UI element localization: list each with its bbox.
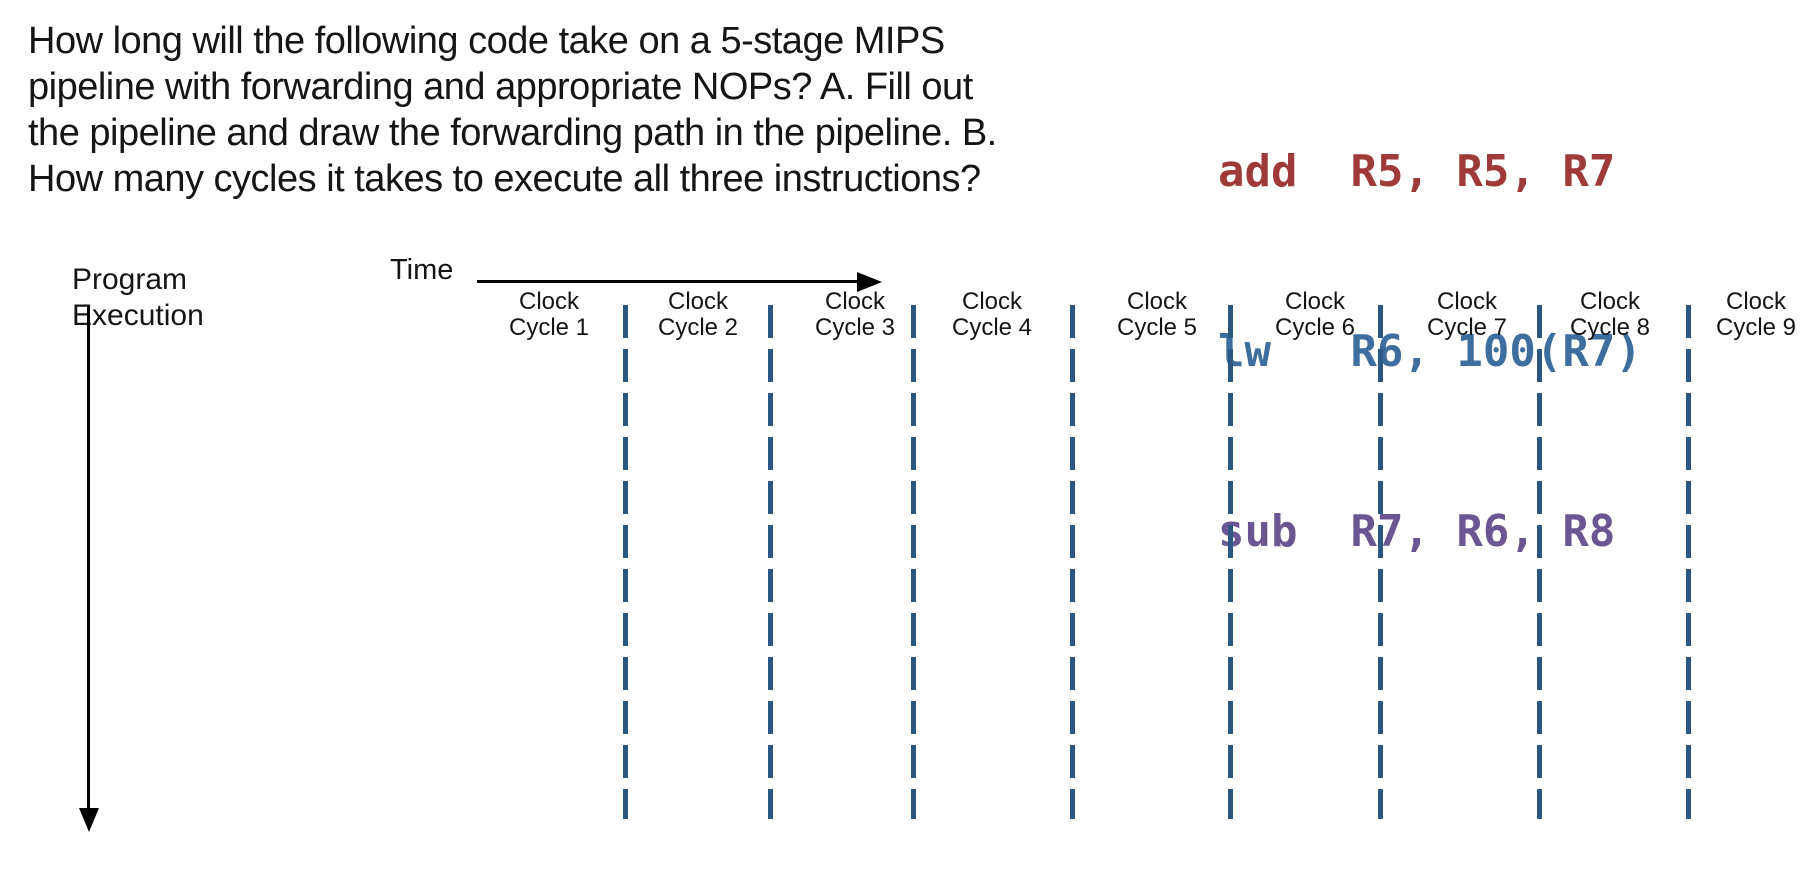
question-line-4: How many cycles it takes to execute all … xyxy=(28,158,981,200)
clock-cycle-label-1: Clock Cycle 1 xyxy=(484,289,614,341)
cycle-separator xyxy=(1537,305,1542,819)
cycle-6-word: Clock xyxy=(1284,288,1345,315)
cycle-5-word: Clock xyxy=(1126,288,1187,315)
clock-cycle-label-5: Clock Cycle 5 xyxy=(1092,289,1222,341)
clock-cycle-label-4: Clock Cycle 4 xyxy=(927,289,1057,341)
time-axis-label: Time xyxy=(390,254,454,286)
program-label-line-1: Program xyxy=(72,263,188,296)
cycle-9-word: Clock xyxy=(1725,288,1786,315)
cycle-separator xyxy=(1228,305,1233,819)
code-line-lw: lw R6, 100(R7) xyxy=(1218,326,1642,377)
cycle-9-number: Cycle 9 xyxy=(1715,314,1797,341)
cycle-3-number: Cycle 3 xyxy=(814,314,896,341)
assembly-code-block: add R5, R5, R7 lw R6, 100(R7) sub R7, R6… xyxy=(1218,22,1642,622)
program-execution-axis-line xyxy=(87,306,90,811)
code-line-sub: sub R7, R6, R8 xyxy=(1218,506,1616,557)
program-execution-arrowhead-icon xyxy=(79,808,99,832)
cycle-separator xyxy=(911,305,916,819)
cycle-separator xyxy=(1686,305,1691,819)
cycle-3-word: Clock xyxy=(824,288,885,315)
cycle-8-word: Clock xyxy=(1579,288,1640,315)
question-text: How long will the following code take on… xyxy=(28,18,997,202)
cycle-separator xyxy=(1378,305,1383,819)
time-axis-line xyxy=(477,280,859,283)
question-line-3: the pipeline and draw the forwarding pat… xyxy=(28,112,997,154)
cycle-4-word: Clock xyxy=(961,288,1022,315)
question-line-2: pipeline with forwarding and appropriate… xyxy=(28,66,973,108)
clock-cycle-label-9: Clock Cycle 9 xyxy=(1691,289,1816,341)
cycle-8-number: Cycle 8 xyxy=(1569,314,1651,341)
cycle-7-number: Cycle 7 xyxy=(1426,314,1508,341)
cycle-separator xyxy=(623,305,628,819)
cycle-1-number: Cycle 1 xyxy=(508,314,590,341)
clock-cycle-label-2: Clock Cycle 2 xyxy=(633,289,763,341)
code-line-add: add R5, R5, R7 xyxy=(1218,146,1616,197)
clock-cycle-label-6: Clock Cycle 6 xyxy=(1250,289,1380,341)
cycle-separator xyxy=(1070,305,1075,819)
cycle-separator xyxy=(768,305,773,819)
cycle-4-number: Cycle 4 xyxy=(951,314,1033,341)
cycle-1-word: Clock xyxy=(518,288,579,315)
cycle-6-number: Cycle 6 xyxy=(1274,314,1356,341)
cycle-2-word: Clock xyxy=(667,288,728,315)
program-label-line-2: Execution xyxy=(72,299,204,332)
clock-cycle-label-3: Clock Cycle 3 xyxy=(790,289,920,341)
clock-cycle-label-7: Clock Cycle 7 xyxy=(1402,289,1532,341)
question-line-1: How long will the following code take on… xyxy=(28,20,945,62)
time-axis-arrowhead-icon xyxy=(857,272,882,292)
cycle-2-number: Cycle 2 xyxy=(657,314,739,341)
clock-cycle-label-8: Clock Cycle 8 xyxy=(1545,289,1675,341)
cycle-5-number: Cycle 5 xyxy=(1116,314,1198,341)
cycle-7-word: Clock xyxy=(1436,288,1497,315)
program-execution-axis-label: Program Execution xyxy=(72,262,204,334)
